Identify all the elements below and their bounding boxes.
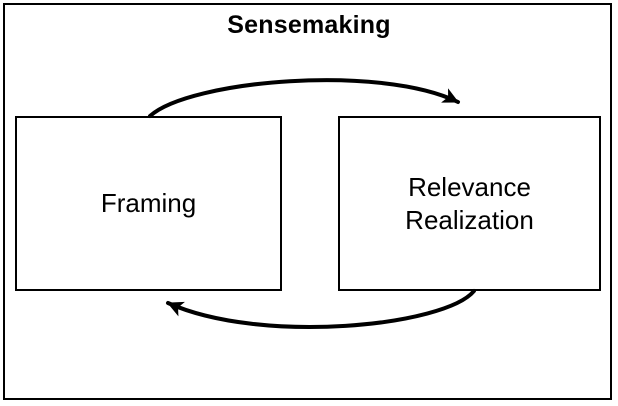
node-framing: Framing xyxy=(15,116,282,291)
node-relevance-realization: Relevance Realization xyxy=(338,116,601,291)
diagram-title: Sensemaking xyxy=(227,11,391,39)
node-framing-label: Framing xyxy=(100,188,197,219)
outer-frame xyxy=(3,3,612,400)
node-relevance-realization-label: Relevance Realization xyxy=(405,172,534,235)
